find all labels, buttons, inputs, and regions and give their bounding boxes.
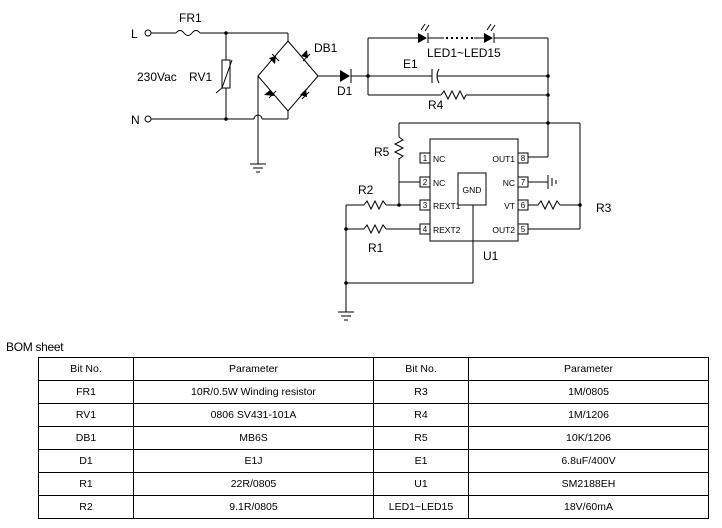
label-db1: DB1 [314, 41, 338, 55]
label-r4: R4 [428, 98, 444, 112]
bit-no-cell: DB1 [38, 426, 134, 450]
bit-no-cell: FR1 [38, 380, 134, 404]
parameter-cell: 9.1R/0805 [133, 495, 374, 519]
ic-u1: GND U1 1 2 3 4 NC NC REXT1 REXT2 8 7 6 5… [398, 138, 580, 263]
parameter-cell: 22R/0805 [133, 472, 374, 496]
pin-2-name: NC [433, 178, 445, 188]
pin-8-num: 8 [521, 154, 526, 163]
parameter-cell: MB6S [133, 426, 374, 450]
pin-3-num: 3 [423, 201, 428, 210]
pin-6-num: 6 [521, 201, 526, 210]
label-l: L [131, 27, 138, 41]
pin-1-name: NC [433, 154, 445, 164]
label-d1: D1 [337, 84, 353, 98]
bit-no-cell: R4 [373, 403, 469, 427]
header-bit-no: Bit No. [38, 357, 134, 381]
header-parameter: Parameter [133, 357, 374, 381]
header-parameter: Parameter [468, 357, 709, 381]
label-230vac: 230Vac [137, 70, 177, 84]
parameter-cell: 0806 SV431-101A [133, 403, 374, 427]
table-row: RV1 0806 SV431-101A R4 1M/1206 [38, 403, 709, 427]
hv-rail: LED1~LED15 E1 R4 [366, 23, 582, 229]
pin-6-name: VT [504, 201, 515, 211]
parameter-cell: 10K/1206 [468, 426, 709, 450]
label-fr1: FR1 [179, 11, 202, 25]
table-row: FR1 10R/0.5W Winding resistor R3 1M/0805 [38, 380, 709, 404]
bit-no-cell: E1 [373, 449, 469, 473]
bit-no-cell: R2 [38, 495, 134, 519]
bridge-rectifier-db1: DB1 [250, 40, 338, 173]
header-bit-no: Bit No. [373, 357, 469, 381]
pin-5-num: 5 [521, 225, 526, 234]
label-e1: E1 [403, 57, 418, 71]
label-r3: R3 [596, 201, 612, 215]
bit-no-cell: U1 [373, 472, 469, 496]
label-r2: R2 [358, 183, 374, 197]
parameter-cell: 1M/0805 [468, 380, 709, 404]
parameter-cell: SM2188EH [468, 472, 709, 496]
bit-no-cell: R1 [38, 472, 134, 496]
pin-3-name: REXT1 [433, 201, 461, 211]
pin-4-name: REXT2 [433, 225, 461, 235]
label-leds: LED1~LED15 [427, 46, 501, 60]
pin-5-name: OUT2 [492, 225, 515, 235]
label-rv1: RV1 [189, 70, 212, 84]
parameter-cell: 6.8uF/400V [468, 449, 709, 473]
fuse-fr1 [175, 30, 201, 36]
table-row: R2 9.1R/0805 LED1~LED15 18V/60mA [38, 495, 709, 519]
bom-header-row: Bit No. Parameter Bit No. Parameter [38, 357, 709, 381]
table-row: D1 E1J E1 6.8uF/400V [38, 449, 709, 473]
sense-resistors: R2 R1 [338, 183, 474, 321]
circuit-schematic: L N 230Vac FR1 RV1 DB1 [131, 11, 612, 321]
diode-d1: D1 [318, 69, 368, 98]
bit-no-cell: LED1~LED15 [373, 495, 469, 519]
bit-no-cell: R3 [373, 380, 469, 404]
pin-1-num: 1 [423, 154, 428, 163]
table-row: R1 22R/0805 U1 SM2188EH [38, 472, 709, 496]
ic-gnd-label: GND [463, 185, 482, 195]
label-n: N [131, 113, 140, 127]
label-r1: R1 [368, 241, 384, 255]
label-u1: U1 [483, 249, 499, 263]
pin-2-num: 2 [423, 178, 428, 187]
pin-4-num: 4 [423, 225, 428, 234]
table-row: DB1 MB6S R5 10K/1206 [38, 426, 709, 450]
bit-no-cell: R5 [373, 426, 469, 450]
bom-title: BOM sheet [6, 340, 64, 354]
bit-no-cell: RV1 [38, 403, 134, 427]
pin-7-name: NC [503, 178, 515, 188]
bit-no-cell: D1 [38, 449, 134, 473]
parameter-cell: 1M/1206 [468, 403, 709, 427]
parameter-cell: 10R/0.5W Winding resistor [133, 380, 374, 404]
parameter-cell: E1J [133, 449, 374, 473]
pin-8-name: OUT1 [492, 154, 515, 164]
parameter-cell: 18V/60mA [468, 495, 709, 519]
pin-7-num: 7 [521, 178, 526, 187]
label-r5: R5 [374, 145, 390, 159]
varistor-rv1: RV1 [189, 31, 233, 121]
bom-table: Bit No. Parameter Bit No. Parameter FR1 … [38, 357, 709, 519]
